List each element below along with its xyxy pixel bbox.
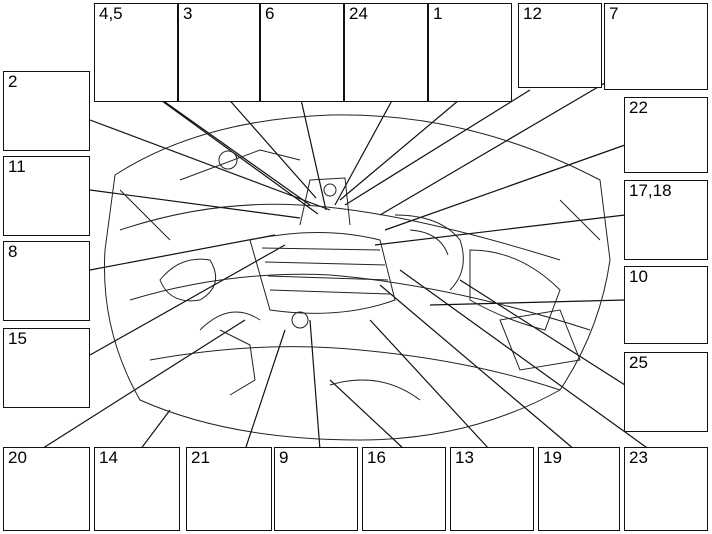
part-box-12: 12 xyxy=(518,3,602,88)
part-label: 20 xyxy=(8,448,27,467)
part-box-6: 6 xyxy=(260,3,344,102)
part-box-13: 13 xyxy=(450,447,534,531)
part-box-25: 25 xyxy=(624,352,708,432)
part-label: 16 xyxy=(367,448,386,467)
part-label: 12 xyxy=(523,4,542,23)
part-box-10: 10 xyxy=(624,266,708,344)
part-box-15: 15 xyxy=(3,328,90,408)
part-label: 14 xyxy=(99,448,118,467)
part-label: 4,5 xyxy=(99,4,123,23)
part-box-11: 11 xyxy=(3,156,90,236)
part-box-3: 3 xyxy=(178,3,260,102)
part-box-9: 9 xyxy=(274,447,358,531)
part-box-21: 21 xyxy=(186,447,272,531)
part-label: 21 xyxy=(191,448,210,467)
part-label: 25 xyxy=(629,353,648,372)
part-label: 11 xyxy=(8,157,26,176)
part-label: 17,18 xyxy=(629,181,672,200)
part-box-8: 8 xyxy=(3,241,90,321)
part-box-2: 2 xyxy=(3,71,90,151)
part-label: 15 xyxy=(8,329,27,348)
part-box-19: 19 xyxy=(538,447,620,531)
part-box-20: 20 xyxy=(3,447,90,531)
part-label: 22 xyxy=(629,98,648,117)
part-label: 3 xyxy=(183,4,193,23)
part-box-24: 24 xyxy=(344,3,428,102)
part-box-1: 1 xyxy=(428,3,512,102)
engine-bay-sketch xyxy=(103,114,611,441)
part-box-17-18: 17,18 xyxy=(624,180,708,260)
part-label: 13 xyxy=(455,448,474,467)
part-label: 6 xyxy=(265,4,275,23)
part-box-4-5: 4,5 xyxy=(94,3,178,102)
leader-lines xyxy=(39,79,651,451)
part-box-23: 23 xyxy=(624,447,708,531)
part-box-16: 16 xyxy=(362,447,446,531)
part-box-7: 7 xyxy=(604,3,708,90)
part-label: 2 xyxy=(8,72,18,91)
part-box-14: 14 xyxy=(94,447,180,531)
part-label: 19 xyxy=(543,448,562,467)
part-label: 1 xyxy=(433,4,443,23)
part-label: 7 xyxy=(609,4,619,23)
part-label: 24 xyxy=(349,4,368,23)
part-box-22: 22 xyxy=(624,97,708,173)
part-label: 23 xyxy=(629,448,648,467)
part-label: 8 xyxy=(8,242,18,261)
part-label: 10 xyxy=(629,267,648,286)
part-label: 9 xyxy=(279,448,289,467)
